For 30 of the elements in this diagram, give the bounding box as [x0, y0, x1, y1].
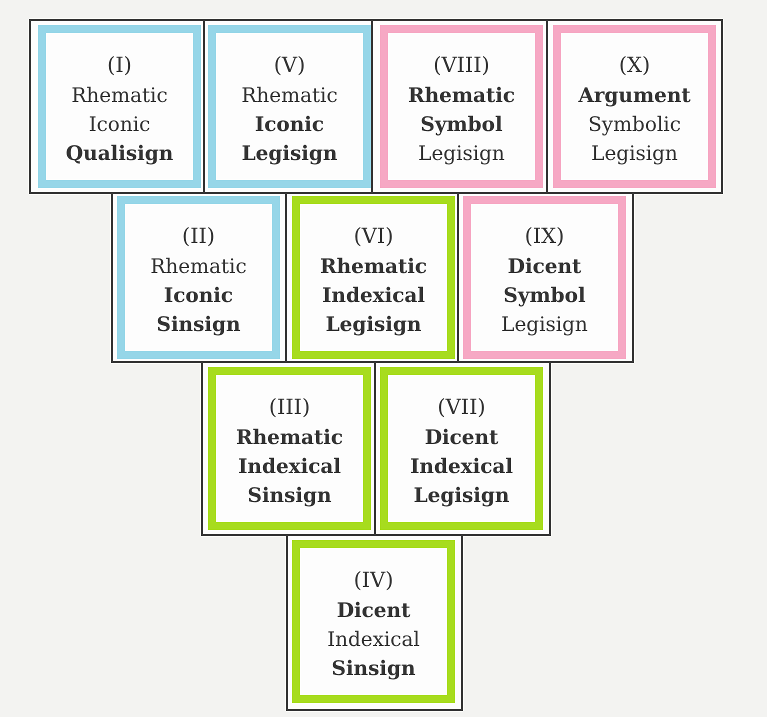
class-box	[380, 367, 543, 530]
class-name: Rhematic Symbol Legisign	[408, 82, 516, 167]
class-name: Rhematic Indexical Legisign	[320, 253, 428, 338]
class-name: Dicent Symbol Legisign	[501, 253, 588, 338]
roman-numeral: (IX)	[524, 223, 564, 250]
roman-numeral: (X)	[618, 52, 650, 79]
class-box	[117, 196, 280, 359]
class-name: Dicent Indexical Sinsign	[327, 597, 420, 682]
class-box	[463, 196, 626, 359]
roman-numeral: (VII)	[437, 394, 486, 421]
roman-numeral: (I)	[107, 52, 132, 79]
class-name: Rhematic Iconic Legisign	[241, 82, 338, 167]
class-box	[208, 367, 371, 530]
class-box	[292, 196, 455, 359]
class-box	[553, 25, 716, 188]
roman-numeral: (III)	[268, 394, 310, 421]
class-box	[380, 25, 543, 188]
roman-numeral: (IV)	[354, 567, 394, 594]
class-box	[38, 25, 201, 188]
class-name: Rhematic Iconic Qualisign	[66, 82, 174, 167]
roman-numeral: (V)	[274, 52, 306, 79]
roman-numeral: (VIII)	[433, 52, 490, 79]
class-name: Rhematic Indexical Sinsign	[236, 424, 344, 509]
class-name: Dicent Indexical Legisign	[410, 424, 513, 509]
roman-numeral: (VI)	[354, 223, 394, 250]
class-box	[292, 540, 455, 703]
class-box	[208, 25, 371, 188]
class-name: Argument Symbolic Legisign	[578, 82, 691, 167]
class-name: Rhematic Iconic Sinsign	[150, 253, 247, 338]
roman-numeral: (II)	[182, 223, 215, 250]
